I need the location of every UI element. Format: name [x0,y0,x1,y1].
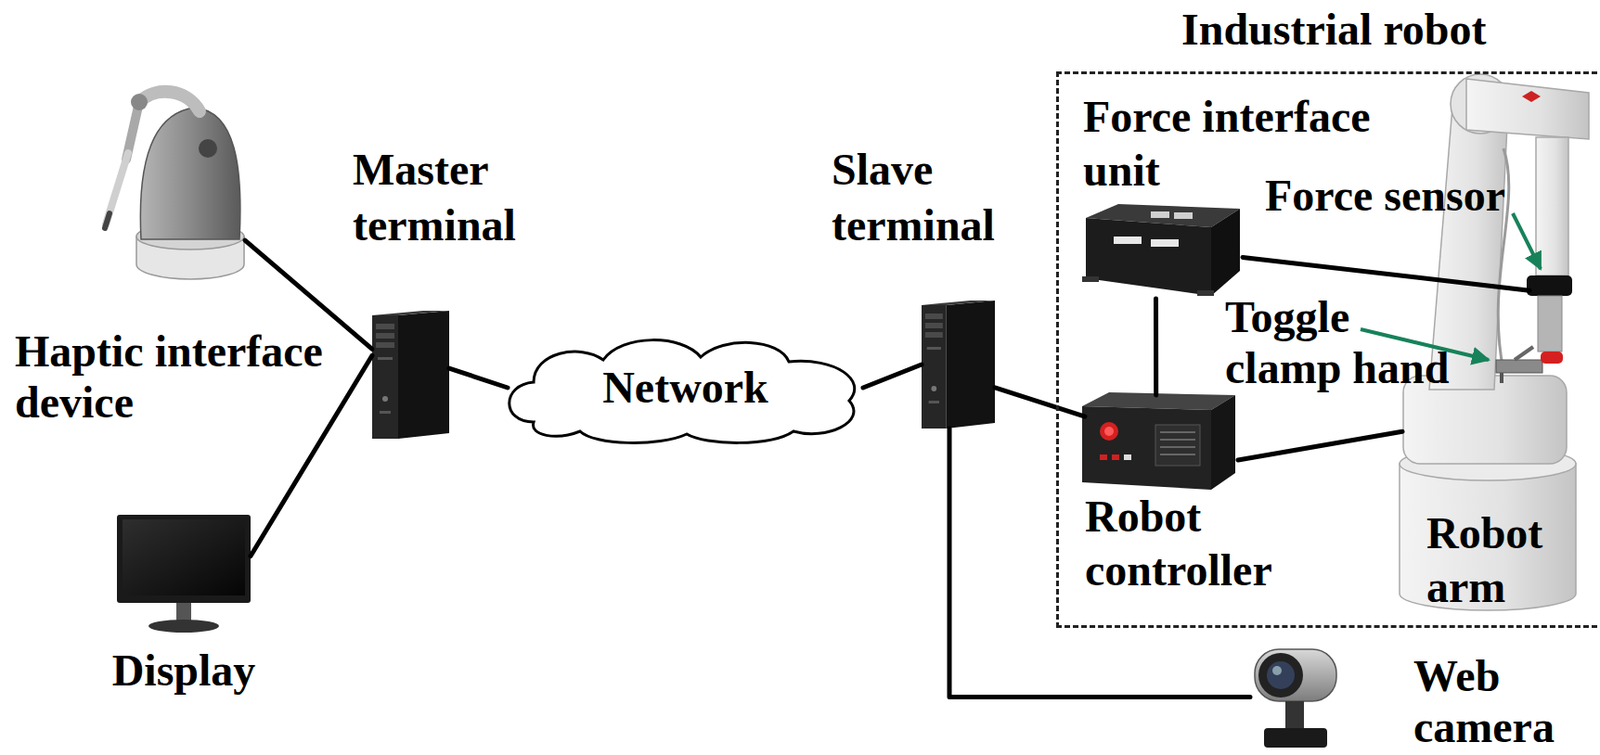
robot-controller-drawing [1211,395,1236,491]
robot-controller-drawing [1099,454,1108,461]
robot-controller-drawing [1160,431,1196,434]
device-label: Haptic interface device [14,325,359,428]
group-title: Industrial robot [1181,4,1590,54]
robot-arm-drawing [1496,360,1543,374]
connector-line [994,387,1085,417]
robot-controller-drawing [1123,454,1132,461]
connector-line [250,355,373,556]
terminal-label: Slave terminal [831,141,1036,254]
device-label: Display [109,644,259,698]
robot-controller-drawing [1160,453,1196,456]
haptic-device-drawing [104,213,110,229]
force-interface-unit: Force interface unit [1084,206,1243,299]
industrial-robot-group: Industrial robotForce interface unitRobo… [1056,71,1600,629]
display-monitor: Display [116,515,251,633]
web-camera-drawing [1258,653,1304,698]
force-interface-unit-drawing [1197,290,1214,297]
pc-tower-drawing [372,310,450,439]
force-interface-unit-drawing [1211,208,1240,297]
part-label: Force sensor [1264,168,1544,223]
force-interface-unit-drawing [1174,212,1193,220]
toggle-clamp-hand: Toggle clamp hand [1498,353,1566,388]
robot-arm-drawing [1526,275,1573,297]
robot-controller-drawing [1160,438,1196,441]
force-interface-unit-drawing [1150,239,1179,247]
robot-arm-drawing [1540,351,1563,364]
robot-arm-drawing [1522,90,1541,103]
part-label: Toggle clamp hand [1225,291,1462,394]
force-interface-unit-drawing [1082,276,1099,283]
device-label: Web camera [1413,650,1581,753]
web-camera-drawing [1272,666,1282,676]
robot-arm: Robot arm Force sensorToggle clamp hand [1402,64,1600,616]
haptic-device-drawing [130,93,148,111]
display-drawing [116,515,251,633]
web-camera-drawing [1254,649,1337,702]
robot-controller-drawing [1082,392,1236,491]
web-camera-drawing [1285,701,1304,729]
robot-controller-drawing [1082,406,1212,491]
haptic-device: Haptic interface device [102,81,246,281]
display-drawing [116,515,251,604]
robot-controller-drawing [1155,425,1200,466]
force-interface-unit-drawing [1113,236,1142,245]
haptic-device-drawing [104,91,245,280]
slave-terminal: Slave terminal [921,300,995,429]
web-camera-drawing [1264,728,1328,749]
master-terminal: Master terminal [372,310,450,439]
terminal-label: Master terminal [352,141,557,254]
network-label: Network [507,361,864,415]
haptic-device-drawing [198,139,218,158]
pc-tower-drawing [921,300,995,429]
force-interface-unit-drawing [1150,211,1170,219]
force-interface-unit-drawing [1085,218,1212,297]
haptic-device-drawing [140,107,241,240]
robot-controller: Robot controller [1084,395,1239,493]
robot-arm-drawing [1535,137,1569,276]
connector-line [1242,257,1530,291]
leader-arrow [1512,213,1541,270]
haptic-device-drawing [139,91,200,112]
connector-line [1153,298,1159,396]
force-sensor: Force sensor [1529,278,1576,299]
network-cloud: Network [507,335,864,441]
robot-controller-drawing [1099,422,1119,441]
connector-line [1238,431,1403,461]
connector-line [449,368,508,388]
display-drawing [148,619,220,633]
device-label: Robot arm [1426,506,1566,615]
device-label: Robot controller [1084,490,1299,598]
robot-arm-drawing [1499,373,1504,384]
web-camera-drawing [1266,661,1295,690]
robot-controller-drawing [1104,426,1114,437]
robot-controller-drawing [1160,446,1196,449]
web-camera: Web camera [1250,643,1338,752]
robot-arm-drawing [1514,347,1534,361]
connector-line [863,364,922,388]
robot-controller-drawing [1111,454,1120,461]
web-camera-drawing [1254,649,1337,749]
display-drawing [122,519,246,596]
force-interface-unit-drawing [1082,204,1240,297]
robot-arm-drawing [1466,78,1589,140]
robot-arm-drawing [1537,296,1562,352]
